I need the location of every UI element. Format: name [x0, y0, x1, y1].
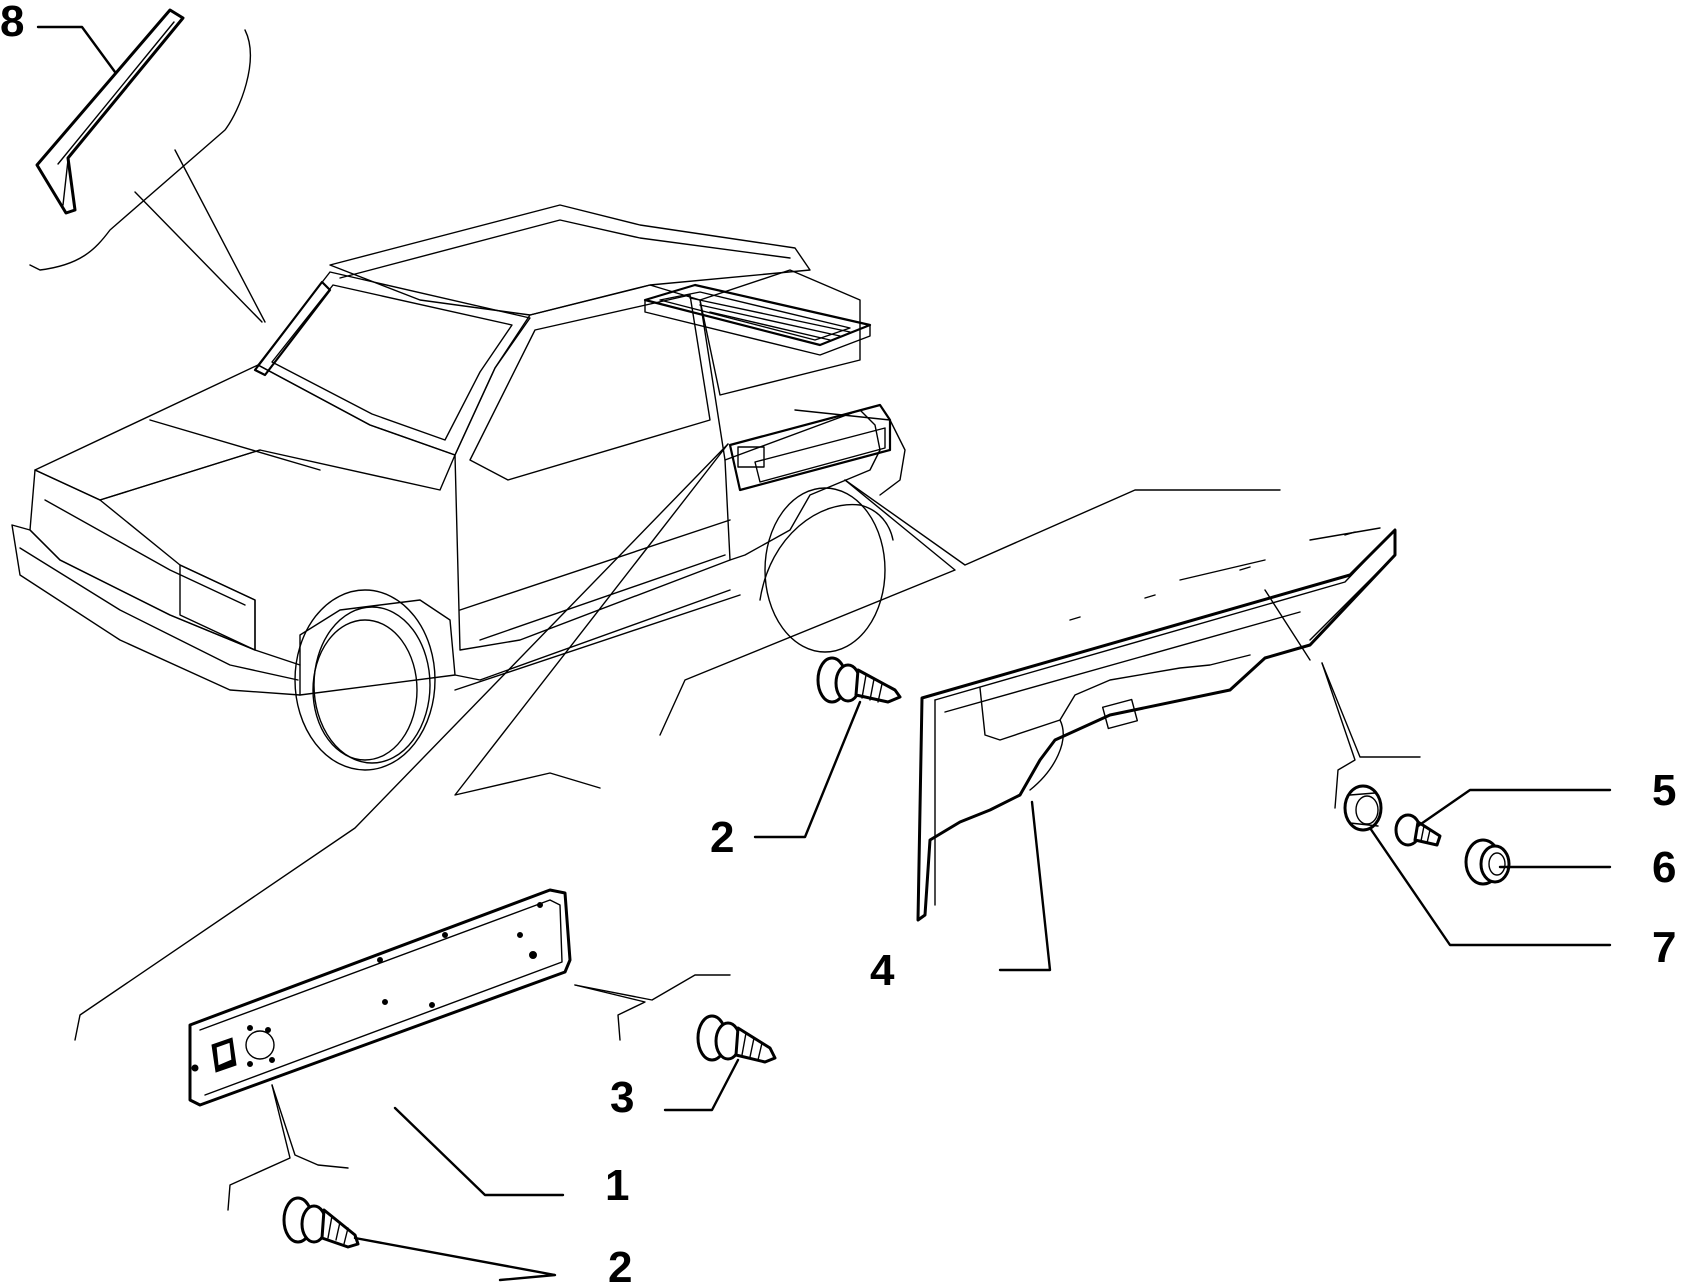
part-6-nut: [1464, 838, 1511, 886]
part-7-grommet: [1343, 784, 1383, 832]
leader-8: [36, 25, 117, 74]
part-1-panel: [188, 888, 572, 1107]
callout-5: 5: [1652, 766, 1676, 815]
part-5-screw: [1394, 813, 1442, 847]
part-3-screw: [696, 1014, 777, 1064]
car-body: [11, 204, 906, 771]
callout-1: 1: [605, 1161, 629, 1210]
parcel-shelf: [643, 283, 872, 356]
callout-2-lower: 2: [608, 1243, 632, 1283]
part-2-screw-upper: [816, 656, 902, 704]
detail-brackets: [74, 443, 1421, 1211]
callout-4: 4: [870, 946, 895, 995]
part-2-screw-lower: [282, 1196, 360, 1249]
part-4-quarter-panel: [916, 527, 1397, 922]
part-8-pillar-trim: [35, 8, 185, 215]
callout-6: 6: [1652, 843, 1676, 892]
detail-arc-8: [29, 29, 251, 271]
callout-2-upper: 2: [710, 813, 734, 862]
detail-arc-8-lines: [134, 149, 266, 323]
callout-leaders: [353, 700, 1612, 1282]
callout-8: 8: [0, 0, 24, 46]
callout-7: 7: [1652, 923, 1676, 972]
callout-3: 3: [610, 1073, 634, 1122]
